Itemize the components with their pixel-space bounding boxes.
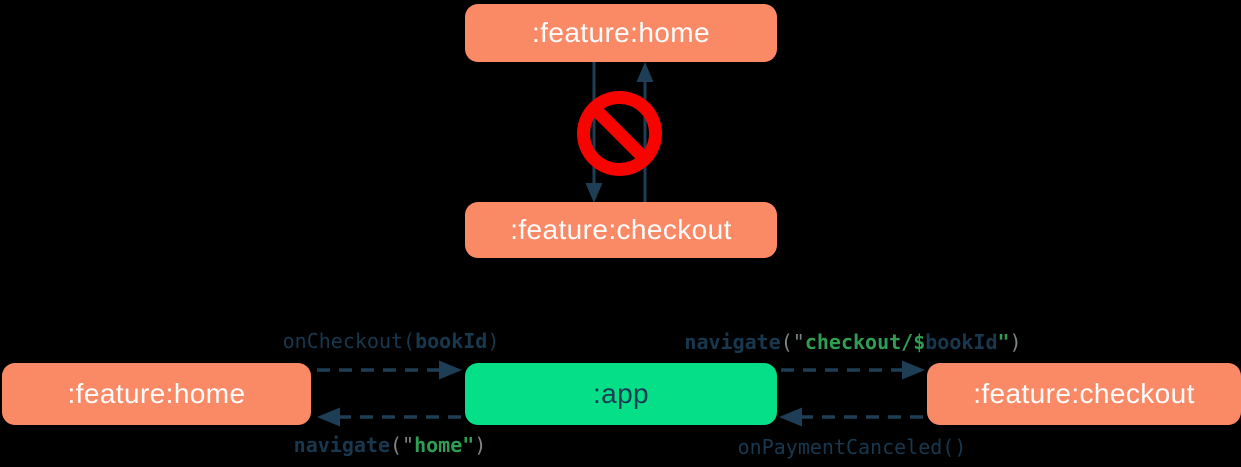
node-feature-home-top: :feature:home	[465, 4, 777, 62]
code-token: "	[462, 433, 475, 457]
code-token: navigate	[293, 433, 390, 457]
no-entry-icon	[577, 91, 662, 176]
node-feature-home: :feature:home	[2, 363, 311, 425]
navigate-checkout-arrow	[781, 360, 925, 380]
edge-label-navigate-checkout: navigate("checkout/$bookId")	[684, 330, 1021, 354]
code-token: )	[474, 433, 487, 457]
node-feature-checkout: :feature:checkout	[927, 363, 1241, 425]
node-label: :feature:home	[532, 17, 710, 48]
code-token: bookId	[925, 330, 998, 354]
code-token: navigate	[684, 330, 781, 354]
code-token: checkout/$	[804, 330, 926, 354]
code-token: onPaymentCanceled()	[737, 435, 967, 459]
navigate-home-arrow	[317, 407, 461, 427]
node-label: :feature:checkout	[973, 378, 1195, 409]
code-token: home	[414, 433, 463, 457]
code-token: ("	[780, 330, 805, 354]
code-token: )	[1009, 330, 1022, 354]
code-token: onCheckout(	[282, 329, 416, 353]
edge-label-oncheckout: onCheckout(bookId)	[283, 329, 500, 353]
event-arrow-onpaymentcanceled	[779, 407, 923, 427]
code-token: bookId	[415, 329, 488, 353]
event-arrow-oncheckout	[317, 360, 462, 380]
code-token: "	[997, 330, 1010, 354]
node-app: :app	[465, 363, 777, 425]
code-token: )	[487, 329, 500, 353]
node-label: :app	[592, 378, 650, 409]
node-label: :feature:home	[67, 378, 246, 409]
edge-label-onpaymentcanceled: onPaymentCanceled()	[738, 435, 967, 459]
edge-label-navigate-home: navigate("home")	[294, 433, 487, 457]
node-label: :feature:checkout	[510, 214, 732, 245]
code-token: ("	[389, 433, 415, 457]
node-feature-checkout-top: :feature:checkout	[465, 202, 777, 258]
